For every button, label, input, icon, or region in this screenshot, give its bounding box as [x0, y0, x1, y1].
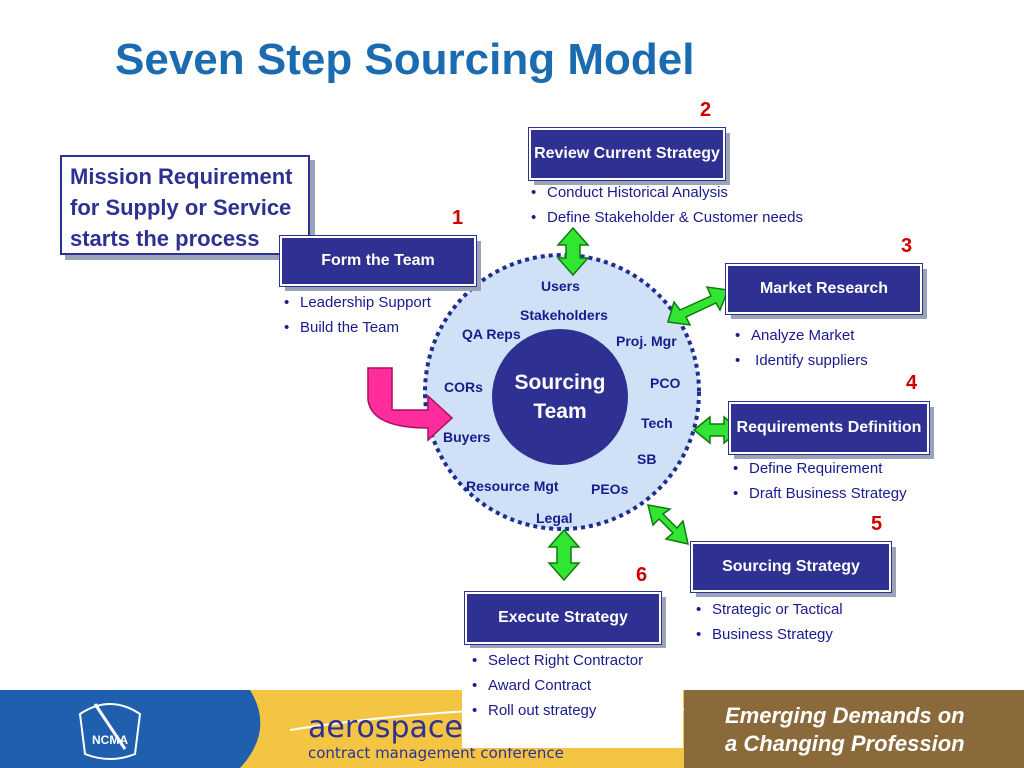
ncma-logo-text: NCMA [92, 733, 128, 747]
ncma-logo-icon: NCMA [78, 703, 142, 760]
step-2-bullets: Conduct Historical Analysis Define Stake… [531, 180, 803, 230]
step-6-number: 6 [636, 564, 648, 586]
step-5-bullets: Strategic or Tactical Business Strategy [696, 597, 843, 647]
mission-box: Mission Requirement for Supply or Servic… [60, 155, 310, 255]
step-5-bullet: Strategic or Tactical [696, 597, 843, 622]
page-title: Seven Step Sourcing Model [115, 35, 695, 84]
step-5-box: Sourcing Strategy [691, 542, 891, 592]
arrow-step2 [556, 226, 590, 277]
step-6-bullets: Select Right Contractor Award Contract R… [472, 648, 683, 723]
arrow-step5 [646, 504, 689, 545]
step-4-number: 4 [906, 372, 918, 394]
ring-label-tech: Tech [641, 415, 673, 431]
footer-banner: NCMA aerospace contract management confe… [0, 690, 1024, 768]
sourcing-team-circle [492, 329, 628, 465]
step-3-bullets: Analyze Market Identify suppliers [735, 323, 868, 373]
step-1-bullet: Build the Team [284, 315, 431, 340]
ring-label-resource-mgt: Resource Mgt [466, 478, 559, 494]
conference-name: aerospace [308, 710, 463, 745]
step-6-bullet: Award Contract [472, 673, 683, 698]
step-3-bullet: Analyze Market [735, 323, 868, 348]
step-4-bullet: Draft Business Strategy [733, 481, 907, 506]
step-2-bullet: Conduct Historical Analysis [531, 180, 803, 205]
ring-label-sb: SB [637, 451, 657, 467]
step-1-number: 1 [452, 207, 464, 229]
step-6-bullet-panel: Select Right Contractor Award Contract R… [462, 648, 683, 748]
step-1-bullet: Leadership Support [284, 290, 431, 315]
ring-label-legal: Legal [536, 510, 573, 526]
step-4-box: Requirements Definition [729, 402, 929, 454]
step-2-box: Review Current Strategy [529, 128, 725, 180]
ring-label-pco: PCO [650, 375, 681, 391]
conference-subtitle: contract management conference [308, 744, 564, 762]
step-5-bullet: Business Strategy [696, 622, 843, 647]
ring-label-qa-reps: QA Reps [462, 326, 521, 342]
step-2-number: 2 [700, 99, 712, 121]
step-3-box: Market Research [726, 264, 922, 314]
step-1-box: Form the Team [280, 236, 476, 286]
step-3-bullet: Identify suppliers [735, 348, 868, 373]
step-6-box: Execute Strategy [465, 592, 661, 644]
ring-label-proj-mgr: Proj. Mgr [616, 333, 677, 349]
pink-arrow [367, 367, 454, 442]
arrow-step3 [667, 286, 730, 326]
footer-tagline: Emerging Demands on a Changing Professio… [725, 702, 965, 758]
step-3-number: 3 [901, 235, 913, 257]
ring-label-users: Users [541, 278, 580, 294]
footer-background [0, 690, 1024, 768]
ring-label-peos: PEOs [591, 481, 629, 497]
step-1-bullets: Leadership Support Build the Team [284, 290, 431, 340]
step-6-bullet: Select Right Contractor [472, 648, 683, 673]
sourcing-team-label: Sourcing Team [514, 371, 606, 423]
ring-label-cors: CORs [444, 379, 483, 395]
arrow-step6 [547, 528, 581, 582]
tagline-line-1: Emerging Demands on [725, 703, 965, 728]
step-4-bullets: Define Requirement Draft Business Strate… [733, 456, 907, 506]
step-6-bullet: Roll out strategy [472, 698, 683, 723]
tagline-line-2: a Changing Profession [725, 731, 965, 756]
step-4-bullet: Define Requirement [733, 456, 907, 481]
step-2-bullet: Define Stakeholder & Customer needs [531, 205, 803, 230]
ring-label-stakeholders: Stakeholders [520, 307, 608, 323]
ring-label-buyers: Buyers [443, 429, 491, 445]
step-5-number: 5 [871, 513, 883, 535]
